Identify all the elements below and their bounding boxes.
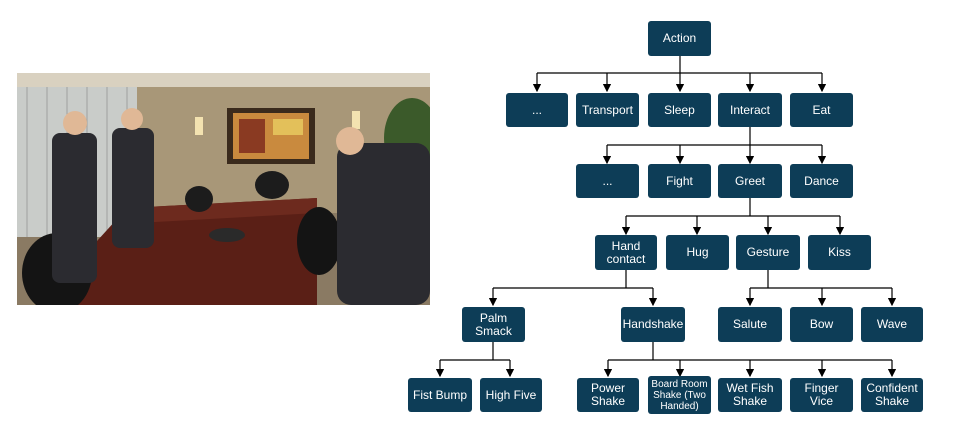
node-transport[interactable]: Transport bbox=[576, 93, 639, 127]
node-greet[interactable]: Greet bbox=[718, 164, 782, 198]
node-confident-shake[interactable]: Confident Shake bbox=[861, 378, 923, 412]
node-ellipsis-1[interactable]: ... bbox=[506, 93, 568, 127]
node-eat[interactable]: Eat bbox=[790, 93, 853, 127]
node-bow[interactable]: Bow bbox=[790, 307, 853, 342]
node-power-shake[interactable]: Power Shake bbox=[577, 378, 639, 412]
node-hand-contact[interactable]: Hand contact bbox=[595, 235, 657, 270]
node-salute[interactable]: Salute bbox=[718, 307, 782, 342]
node-high-five[interactable]: High Five bbox=[480, 378, 542, 412]
node-board-room-shake[interactable]: Board Room Shake (Two Handed) bbox=[648, 376, 711, 414]
node-finger-vice[interactable]: Finger Vice bbox=[790, 378, 853, 412]
node-action[interactable]: Action bbox=[648, 21, 711, 56]
node-wet-fish-shake[interactable]: Wet Fish Shake bbox=[718, 378, 782, 412]
node-fight[interactable]: Fight bbox=[648, 164, 711, 198]
node-hug[interactable]: Hug bbox=[666, 235, 729, 270]
node-interact[interactable]: Interact bbox=[718, 93, 782, 127]
node-gesture[interactable]: Gesture bbox=[736, 235, 800, 270]
node-fist-bump[interactable]: Fist Bump bbox=[408, 378, 472, 412]
node-handshake[interactable]: Handshake bbox=[621, 307, 685, 342]
office-photo bbox=[17, 73, 430, 305]
node-ellipsis-2[interactable]: ... bbox=[576, 164, 639, 198]
node-wave[interactable]: Wave bbox=[861, 307, 923, 342]
node-palm-smack[interactable]: Palm Smack bbox=[462, 307, 525, 342]
node-kiss[interactable]: Kiss bbox=[808, 235, 871, 270]
node-sleep[interactable]: Sleep bbox=[648, 93, 711, 127]
node-dance[interactable]: Dance bbox=[790, 164, 853, 198]
